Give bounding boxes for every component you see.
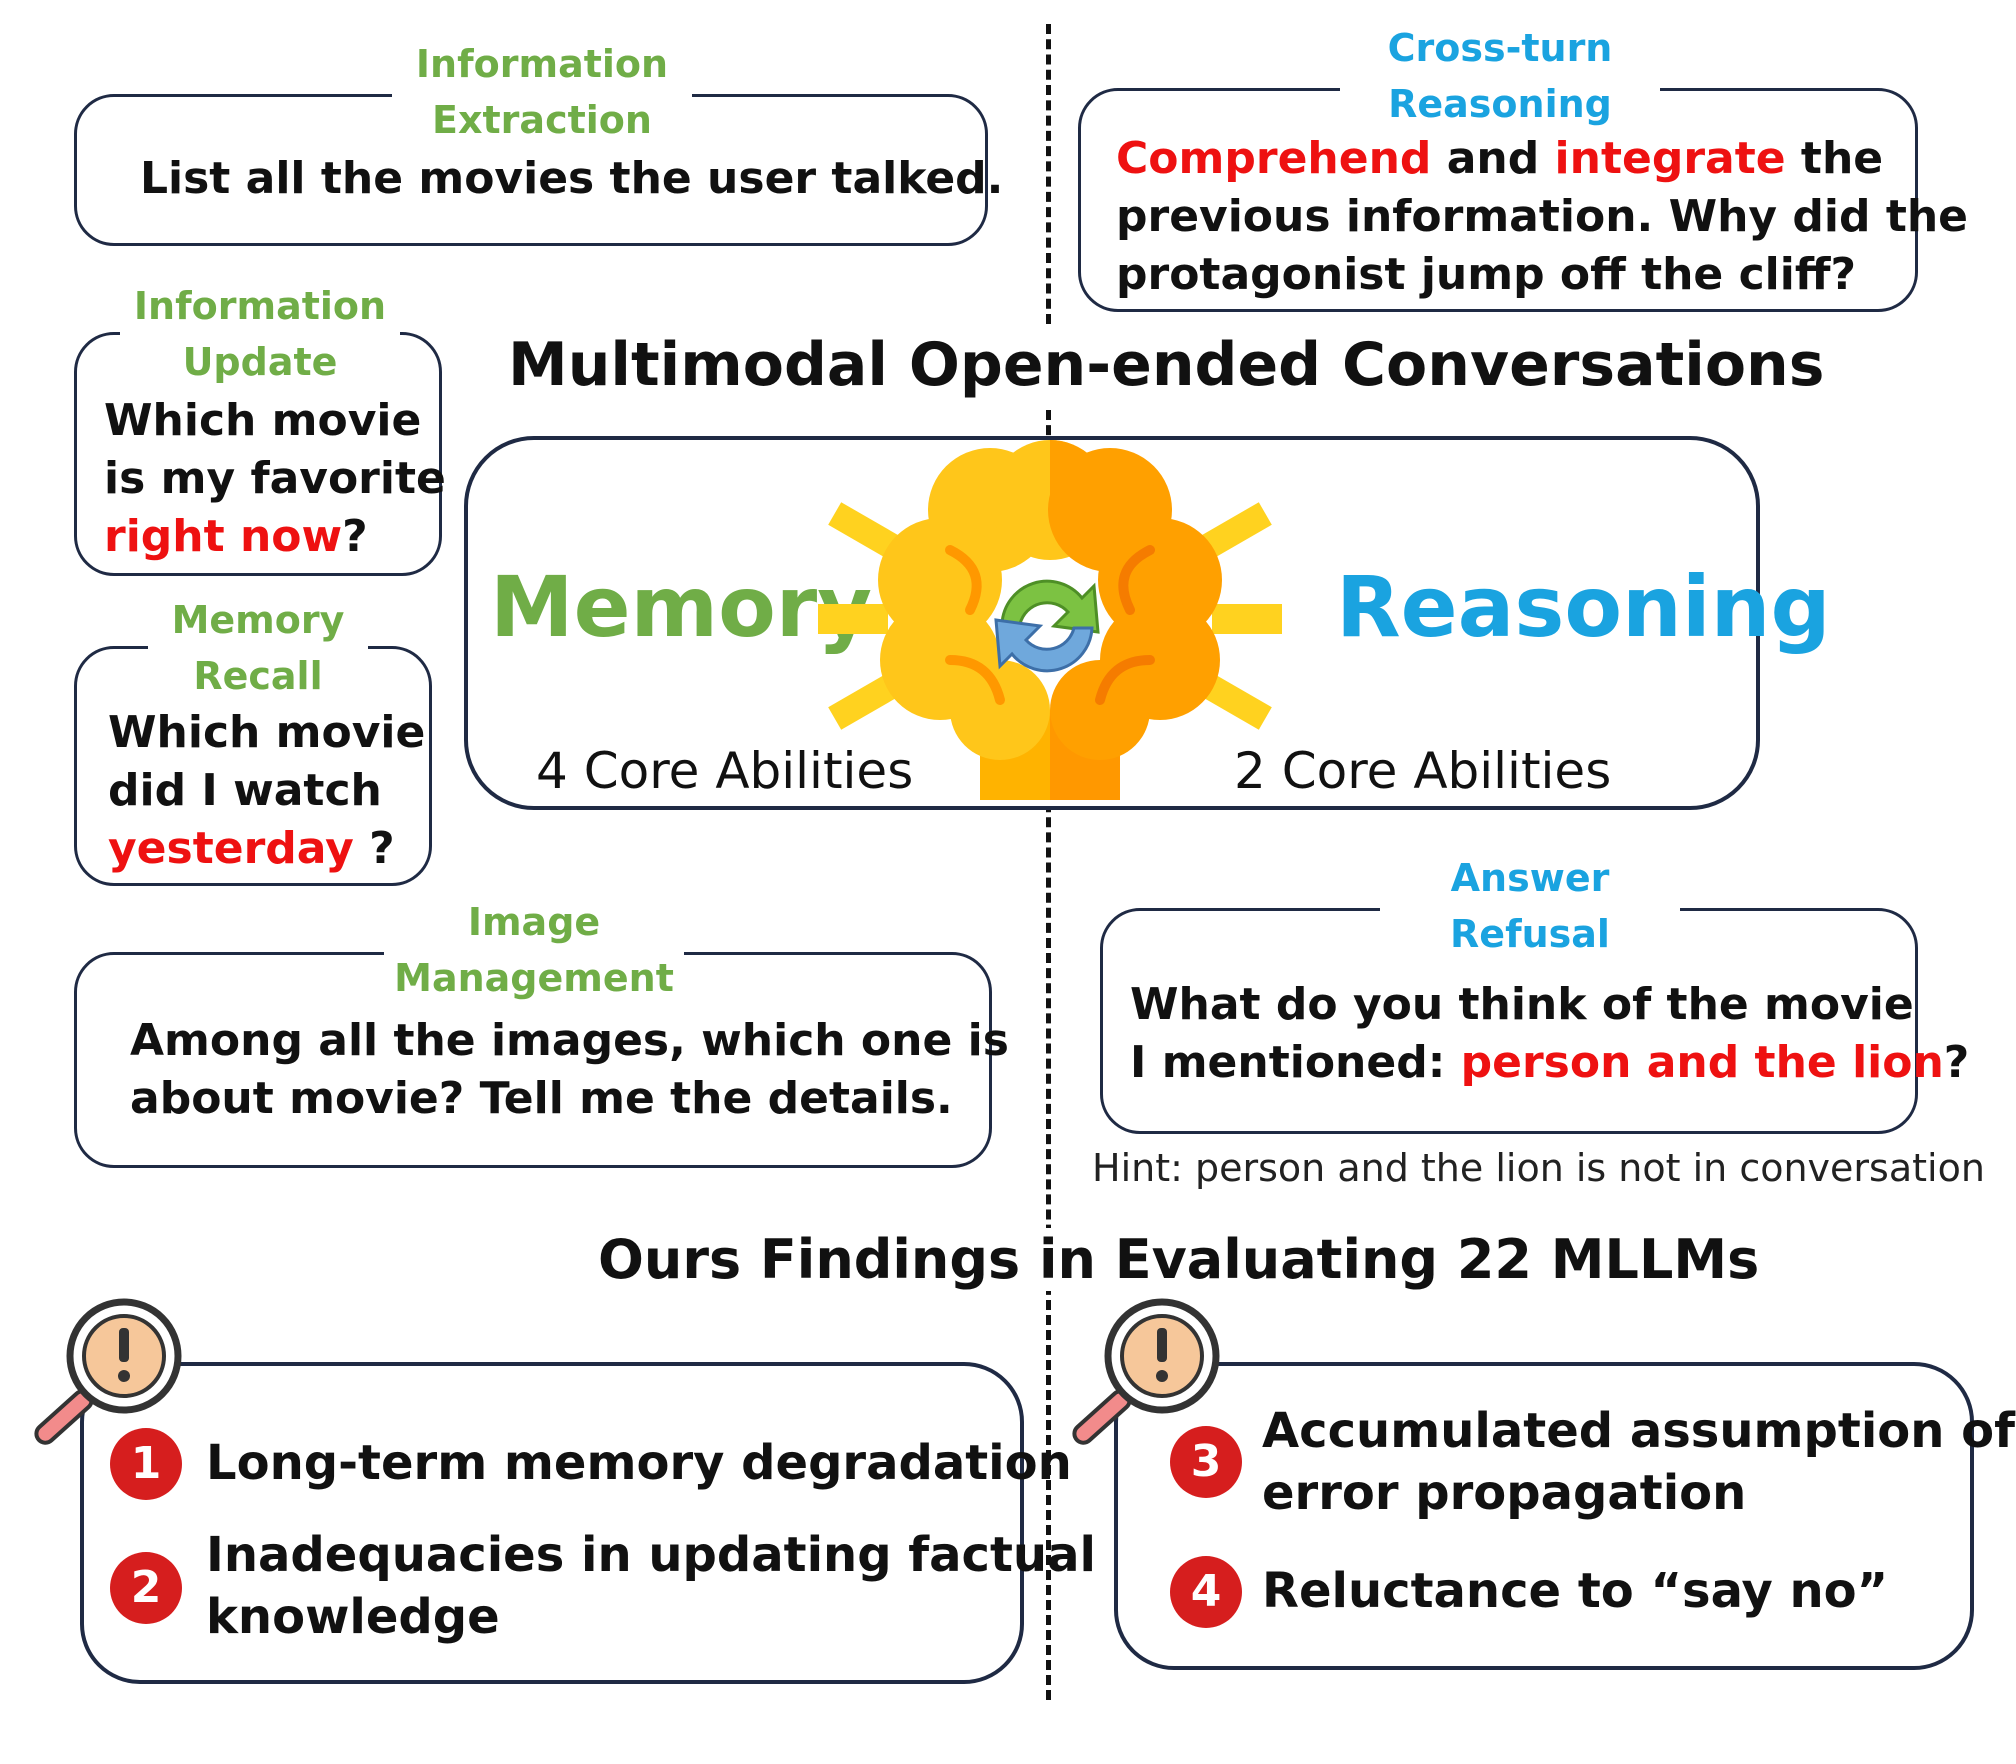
finding-item: Inadequacies in updating factual knowled… xyxy=(206,1524,1096,1648)
right-now-highlight: right now xyxy=(104,511,343,562)
finding-3-line1: Accumulated assumption of xyxy=(1262,1403,2016,1459)
memory-recall-line2: did I watch xyxy=(108,765,382,816)
cross-turn-label-line1: Cross-turn xyxy=(1387,26,1613,70)
finding-number-badge: 2 xyxy=(110,1552,182,1624)
memory-recall-line1: Which movie xyxy=(108,707,426,758)
memory-recall-label-line2: Recall xyxy=(193,654,323,698)
info-update-label-line2: Update xyxy=(182,340,338,384)
info-extraction-text: List all the movies the user talked. xyxy=(140,153,1004,204)
memory-recall-label-line1: Memory xyxy=(171,598,345,642)
info-update-tail: ? xyxy=(342,511,368,562)
memory-recall-label: Memory Recall xyxy=(148,592,368,704)
finding-item: Long-term memory degradation xyxy=(206,1432,1072,1494)
yesterday-highlight: yesterday xyxy=(108,823,354,874)
finding-item: Accumulated assumption of error propagat… xyxy=(1262,1400,2015,1524)
brain-icon xyxy=(818,440,1282,800)
answer-refusal-line2: I mentioned: person and the lion? xyxy=(1130,1034,1969,1092)
image-management-label: Image Management xyxy=(384,894,684,1006)
finding-1-line1: Long-term memory degradation xyxy=(206,1435,1072,1491)
finding-number-badge: 3 xyxy=(1170,1426,1242,1498)
answer-refusal-label: Answer Refusal xyxy=(1380,850,1680,962)
answer-refusal-tail: ? xyxy=(1943,1037,1970,1088)
hint-text: Hint: person and the lion is not in conv… xyxy=(1092,1146,1985,1190)
findings-title: Ours Findings in Evaluating 22 MLLMs xyxy=(592,1228,1766,1291)
memory-recall-line3: yesterday ? xyxy=(108,820,425,878)
finding-2-line2: knowledge xyxy=(206,1589,500,1645)
memory-label: Memory xyxy=(490,558,872,656)
image-management-text: Among all the images, which one is about… xyxy=(130,1012,1009,1128)
image-management-line2: about movie? Tell me the details. xyxy=(130,1073,953,1124)
image-management-line1: Among all the images, which one is xyxy=(130,1015,1009,1066)
answer-refusal-label-line1: Answer xyxy=(1450,856,1610,900)
image-management-label-line2: Management xyxy=(394,956,674,1000)
finding-number-badge: 4 xyxy=(1170,1556,1242,1628)
finding-number-badge: 1 xyxy=(110,1428,182,1500)
info-update-text: Which movie is my favorite right now? xyxy=(104,392,446,566)
person-lion-highlight: person and the lion xyxy=(1460,1037,1944,1088)
answer-refusal-prefix: I mentioned: xyxy=(1130,1037,1461,1088)
cross-turn-line2: previous information. Why did the xyxy=(1116,191,1969,242)
info-update-label: Information Update xyxy=(120,278,400,390)
answer-refusal-line1: What do you think of the movie xyxy=(1130,979,1914,1030)
answer-refusal-label-line2: Refusal xyxy=(1450,912,1610,956)
memory-recall-text: Which movie did I watch yesterday ? xyxy=(108,704,425,878)
finding-item: Reluctance to “say no” xyxy=(1262,1560,1888,1622)
info-update-line3: right now? xyxy=(104,508,446,566)
findings-right-box xyxy=(1114,1362,1974,1670)
refresh-cycle-icon xyxy=(994,579,1100,673)
reasoning-label: Reasoning xyxy=(1336,558,1831,656)
cross-turn-label-line2: Reasoning xyxy=(1388,82,1612,126)
memory-recall-tail: ? xyxy=(353,823,395,874)
magnifier-warning-icon xyxy=(34,1298,182,1445)
magnifier-warning-icon xyxy=(1072,1298,1220,1445)
memory-core-abilities: 4 Core Abilities xyxy=(536,742,914,800)
cross-turn-mid2: the xyxy=(1785,133,1884,184)
findings-left-box xyxy=(80,1362,1024,1684)
finding-4-line1: Reluctance to “say no” xyxy=(1262,1563,1889,1619)
divider-middle xyxy=(1046,410,1051,1310)
finding-3-line2: error propagation xyxy=(1262,1465,1747,1521)
finding-2-line1: Inadequacies in updating factual xyxy=(206,1527,1096,1583)
main-title: Multimodal Open-ended Conversations xyxy=(508,330,1825,400)
info-extraction-label: Information Extraction xyxy=(392,36,692,148)
integrate-highlight: integrate xyxy=(1554,133,1786,184)
cross-turn-label: Cross-turn Reasoning xyxy=(1340,20,1660,132)
divider-top xyxy=(1046,24,1051,324)
answer-refusal-text: What do you think of the movie I mention… xyxy=(1130,976,1969,1092)
cross-turn-line1: Comprehend and integrate the xyxy=(1116,130,1968,188)
cross-turn-mid1: and xyxy=(1431,133,1555,184)
cross-turn-line3: protagonist jump off the cliff? xyxy=(1116,249,1857,300)
image-management-label-line1: Image xyxy=(467,900,601,944)
info-extraction-label-line1: Information xyxy=(415,42,669,86)
reasoning-core-abilities: 2 Core Abilities xyxy=(1234,742,1612,800)
info-update-label-line1: Information xyxy=(133,284,387,328)
comprehend-highlight: Comprehend xyxy=(1116,133,1432,184)
info-update-line1: Which movie xyxy=(104,395,422,446)
info-update-line2: is my favorite xyxy=(104,453,446,504)
cross-turn-text: Comprehend and integrate the previous in… xyxy=(1116,130,1968,304)
info-extraction-label-line2: Extraction xyxy=(432,98,652,142)
divider-bottom xyxy=(1046,1300,1051,1700)
